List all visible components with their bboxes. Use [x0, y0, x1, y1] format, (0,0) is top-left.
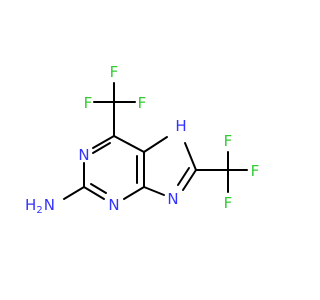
bond-c5-c6: [113, 135, 145, 153]
bond-c2-n3: [83, 186, 105, 200]
atom-nh2-h: H2N: [25, 196, 55, 216]
bonds: [63, 82, 248, 200]
atom-nh2-subscript: 2: [36, 205, 42, 216]
atom-f-top-right: F: [138, 94, 147, 112]
atom-n-ring-left: N: [78, 146, 89, 164]
bond-n7-c8: [184, 142, 197, 171]
atom-labels: F F F N H N N N H2N F F F: [25, 63, 259, 216]
bond-n9-c4: [143, 186, 165, 196]
bond-c2-nh2: [63, 186, 85, 200]
atom-nh2-n: N: [44, 196, 55, 214]
molecule-structure-canvas: F F F N H N N N H2N F F F: [25, 63, 259, 216]
bond-c5-n7: [143, 136, 168, 153]
atom-f-right-bottom: F: [224, 194, 233, 212]
bond-n3-c4: [123, 186, 145, 200]
bond-c6-n1-double: [92, 142, 111, 154]
atom-n-imidazole: N: [167, 190, 178, 208]
atom-f-top-left: F: [84, 94, 93, 112]
bond-c8-n9-double: [177, 167, 190, 186]
atom-n-bottom: N: [108, 196, 119, 214]
bond-c6-n1: [92, 135, 115, 149]
atom-f-right: F: [251, 162, 260, 180]
bond-c8-n9: [182, 169, 197, 191]
atom-n-imidazole-h: H: [175, 117, 186, 135]
atom-f-top: F: [110, 63, 119, 81]
bond-c2-n3-double: [90, 183, 107, 194]
atom-f-right-top: F: [224, 132, 233, 150]
atom-nh2-h-text: H: [25, 196, 36, 214]
